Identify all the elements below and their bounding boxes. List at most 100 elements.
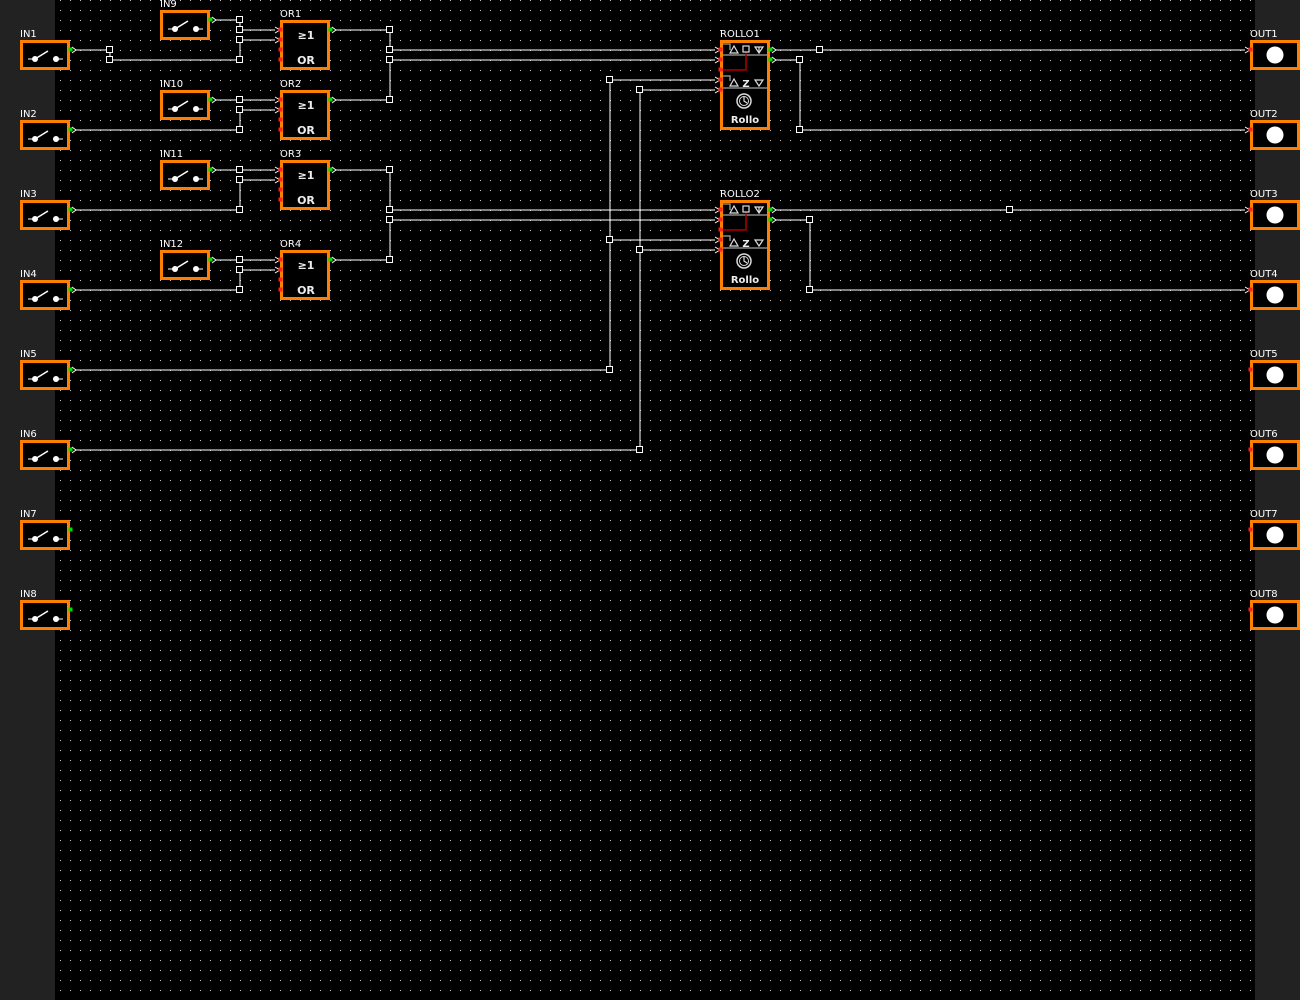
wire-junction[interactable] bbox=[386, 216, 393, 223]
output-block-out7[interactable] bbox=[1250, 520, 1300, 550]
input-port[interactable] bbox=[278, 187, 283, 192]
output-port[interactable] bbox=[208, 257, 213, 262]
input-port[interactable] bbox=[718, 227, 723, 232]
wire-junction[interactable] bbox=[386, 26, 393, 33]
wire-junction[interactable] bbox=[796, 126, 803, 133]
input-port[interactable] bbox=[1248, 127, 1253, 132]
wire-junction[interactable] bbox=[386, 46, 393, 53]
input-port[interactable] bbox=[1248, 607, 1253, 612]
output-block-out6[interactable] bbox=[1250, 440, 1300, 470]
wire-junction[interactable] bbox=[636, 86, 643, 93]
input-port[interactable] bbox=[1248, 47, 1253, 52]
input-port[interactable] bbox=[718, 87, 723, 92]
input-port[interactable] bbox=[1248, 287, 1253, 292]
or-block-or2[interactable]: ≥1OR bbox=[280, 90, 330, 140]
output-port[interactable] bbox=[208, 97, 213, 102]
output-block-out5[interactable] bbox=[1250, 360, 1300, 390]
output-port[interactable] bbox=[208, 167, 213, 172]
wire-junction[interactable] bbox=[236, 256, 243, 263]
input-block-in2[interactable] bbox=[20, 120, 70, 150]
output-port[interactable] bbox=[768, 47, 773, 52]
wire[interactable] bbox=[76, 39, 275, 61]
output-block-out2[interactable] bbox=[1250, 120, 1300, 150]
input-port[interactable] bbox=[718, 77, 723, 82]
output-port[interactable] bbox=[68, 607, 73, 612]
wire-junction[interactable] bbox=[386, 96, 393, 103]
wire-junction[interactable] bbox=[236, 166, 243, 173]
input-port[interactable] bbox=[718, 207, 723, 212]
wire-junction[interactable] bbox=[236, 266, 243, 273]
wire[interactable] bbox=[76, 79, 715, 371]
input-block-in9[interactable] bbox=[160, 10, 210, 40]
wire-junction[interactable] bbox=[386, 56, 393, 63]
wire-junction[interactable] bbox=[236, 96, 243, 103]
output-block-out1[interactable] bbox=[1250, 40, 1300, 70]
input-port[interactable] bbox=[278, 117, 283, 122]
input-port[interactable] bbox=[278, 287, 283, 292]
input-port[interactable] bbox=[278, 57, 283, 62]
output-block-out3[interactable] bbox=[1250, 200, 1300, 230]
input-port[interactable] bbox=[278, 27, 283, 32]
output-block-out8[interactable] bbox=[1250, 600, 1300, 630]
wire-junction[interactable] bbox=[606, 236, 613, 243]
wire[interactable] bbox=[776, 219, 1245, 291]
wire-junction[interactable] bbox=[636, 246, 643, 253]
wire[interactable] bbox=[216, 19, 275, 31]
wire-junction[interactable] bbox=[386, 206, 393, 213]
input-port[interactable] bbox=[278, 267, 283, 272]
or-block-or4[interactable]: ≥1OR bbox=[280, 250, 330, 300]
wire-junction[interactable] bbox=[606, 366, 613, 373]
input-port[interactable] bbox=[278, 177, 283, 182]
input-block-in10[interactable] bbox=[160, 90, 210, 120]
wire-junction[interactable] bbox=[106, 46, 113, 53]
wire-junction[interactable] bbox=[606, 76, 613, 83]
input-port[interactable] bbox=[718, 47, 723, 52]
input-block-in5[interactable] bbox=[20, 360, 70, 390]
input-block-in1[interactable] bbox=[20, 40, 70, 70]
output-port[interactable] bbox=[68, 287, 73, 292]
input-block-in6[interactable] bbox=[20, 440, 70, 470]
input-port[interactable] bbox=[278, 257, 283, 262]
wire[interactable] bbox=[336, 29, 715, 51]
output-port[interactable] bbox=[768, 57, 773, 62]
wire-junction[interactable] bbox=[236, 106, 243, 113]
input-port[interactable] bbox=[718, 67, 723, 72]
wire-junction[interactable] bbox=[816, 46, 823, 53]
output-port[interactable] bbox=[208, 17, 213, 22]
output-port[interactable] bbox=[68, 367, 73, 372]
wire-junction[interactable] bbox=[236, 206, 243, 213]
input-port[interactable] bbox=[1248, 207, 1253, 212]
output-port[interactable] bbox=[68, 207, 73, 212]
input-port[interactable] bbox=[278, 277, 283, 282]
input-port[interactable] bbox=[278, 37, 283, 42]
input-port[interactable] bbox=[278, 197, 283, 202]
input-block-in12[interactable] bbox=[160, 250, 210, 280]
wire-junction[interactable] bbox=[806, 216, 813, 223]
output-port[interactable] bbox=[768, 207, 773, 212]
wire-junction[interactable] bbox=[236, 176, 243, 183]
wire-junction[interactable] bbox=[236, 126, 243, 133]
input-block-in3[interactable] bbox=[20, 200, 70, 230]
wire-junction[interactable] bbox=[1006, 206, 1013, 213]
wire-junction[interactable] bbox=[796, 56, 803, 63]
wire[interactable] bbox=[76, 89, 715, 451]
output-port[interactable] bbox=[68, 127, 73, 132]
wire-junction[interactable] bbox=[236, 26, 243, 33]
input-port[interactable] bbox=[718, 57, 723, 62]
input-port[interactable] bbox=[278, 127, 283, 132]
input-port[interactable] bbox=[1248, 527, 1253, 532]
wire[interactable] bbox=[776, 59, 1245, 131]
input-block-in4[interactable] bbox=[20, 280, 70, 310]
output-port[interactable] bbox=[68, 447, 73, 452]
wire[interactable] bbox=[336, 169, 715, 211]
input-port[interactable] bbox=[278, 97, 283, 102]
input-port[interactable] bbox=[278, 47, 283, 52]
or-block-or3[interactable]: ≥1OR bbox=[280, 160, 330, 210]
wire-junction[interactable] bbox=[386, 256, 393, 263]
input-port[interactable] bbox=[278, 167, 283, 172]
output-port[interactable] bbox=[328, 97, 333, 102]
input-port[interactable] bbox=[1248, 367, 1253, 372]
